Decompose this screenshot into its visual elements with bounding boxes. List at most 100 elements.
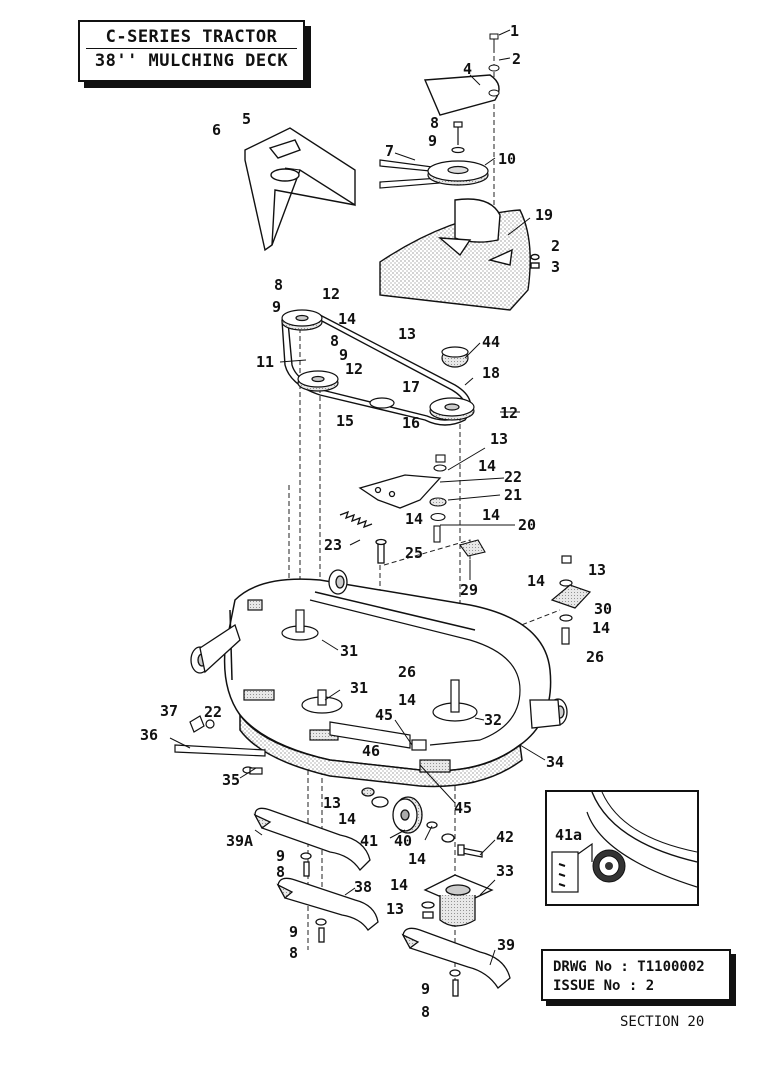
callout-21: 21	[504, 486, 522, 504]
bolt-hardware-top	[488, 33, 500, 72]
leader-lines	[169, 29, 546, 966]
callout-14c: 14	[405, 510, 423, 528]
callout-9f: 9	[421, 980, 430, 998]
callout-2: 2	[512, 50, 521, 68]
title-line-2: 38'' MULCHING DECK	[94, 51, 289, 71]
mower-deck-housing	[223, 578, 552, 788]
callout-9c: 9	[339, 346, 348, 364]
title-line-1: C-SERIES TRACTOR	[105, 27, 278, 47]
bracket-30	[550, 555, 592, 645]
callout-30: 30	[594, 600, 612, 618]
deck-spindles	[243, 599, 478, 773]
callout-17: 17	[402, 378, 420, 396]
callout-14d: 14	[482, 506, 500, 524]
callout-39a: 39A	[226, 832, 253, 850]
callout-14: 14	[338, 310, 356, 328]
callout-18: 18	[482, 364, 500, 382]
pulleys	[281, 309, 475, 421]
callout-45: 45	[454, 799, 472, 817]
callout-39: 39	[497, 936, 515, 954]
drawing-number: DRWG No : T1100002	[553, 959, 705, 975]
callout-8d: 8	[276, 863, 285, 881]
callout-19: 19	[535, 206, 553, 224]
callout-9: 9	[428, 132, 437, 150]
inset-drawing: 41a	[551, 792, 697, 893]
callout-22: 22	[504, 468, 522, 486]
callout-13b: 13	[490, 430, 508, 448]
deck-wheels	[190, 569, 568, 729]
mulching-cover	[379, 198, 540, 311]
callout-8c: 8	[330, 332, 339, 350]
callout-9e: 9	[289, 923, 298, 941]
callout-20: 20	[518, 516, 536, 534]
gauge-wheel-assembly	[361, 787, 483, 858]
callout-6: 6	[212, 121, 221, 139]
callout-32: 32	[484, 711, 502, 729]
cutter-blades	[253, 807, 511, 997]
callout-13c: 13	[588, 561, 606, 579]
callout-12: 12	[322, 285, 340, 303]
callout-8e: 8	[289, 944, 298, 962]
title-divider	[86, 48, 297, 49]
deck-rods	[174, 715, 427, 775]
pulley-shield-cover	[423, 74, 500, 116]
callout-3: 3	[551, 258, 560, 276]
callout-41: 41	[360, 832, 378, 850]
section-label: SECTION 20	[620, 1014, 705, 1030]
callout-9d: 9	[276, 847, 285, 865]
callout-15: 15	[336, 412, 354, 430]
callout-31: 31	[340, 642, 358, 660]
callout-13d: 13	[323, 794, 341, 812]
callout-13e: 13	[386, 900, 404, 918]
idler-hardware	[429, 454, 486, 557]
callout-9b: 9	[272, 298, 281, 316]
blade-spindle-housing	[421, 874, 494, 927]
callout-12b: 12	[345, 360, 363, 378]
callout-29: 29	[460, 581, 478, 599]
callout-42: 42	[496, 828, 514, 846]
callout-14i: 14	[408, 850, 426, 868]
callout-14b: 14	[478, 457, 496, 475]
callout-13: 13	[398, 325, 416, 343]
callout-33: 33	[496, 862, 514, 880]
callout-4: 4	[463, 60, 472, 78]
callout-14j: 14	[390, 876, 408, 894]
callout-36: 36	[140, 726, 158, 744]
callout-1: 1	[510, 22, 519, 40]
callout-10: 10	[498, 150, 516, 168]
callout-25: 25	[405, 544, 423, 562]
callout-7: 7	[385, 142, 394, 160]
side-guard	[244, 127, 356, 252]
callout-14f: 14	[592, 619, 610, 637]
callout-31b: 31	[350, 679, 368, 697]
callout-11: 11	[256, 353, 274, 371]
callout-5: 5	[242, 110, 251, 128]
callout-23: 23	[324, 536, 342, 554]
callout-2b: 2	[551, 237, 560, 255]
part-number-callouts: 1 2 4 5 6 8 9 7 10 19 2 3 8 9 12 14 13 8…	[140, 22, 612, 1021]
callout-12c: 12	[500, 404, 518, 422]
spindle-pulley-top	[379, 121, 489, 189]
callout-46: 46	[362, 742, 380, 760]
callout-43: 44	[482, 333, 500, 351]
callout-14e: 14	[527, 572, 545, 590]
callout-16: 16	[402, 414, 420, 432]
inset-label: 41a	[555, 826, 582, 844]
callout-8f: 8	[421, 1003, 430, 1021]
callout-37: 37	[160, 702, 178, 720]
title-block: C-SERIES TRACTOR 38'' MULCHING DECK	[78, 20, 305, 82]
callout-26: 22	[204, 703, 222, 721]
callout-44: 45	[375, 706, 393, 724]
callout-14h: 14	[338, 810, 356, 828]
detail-inset-41a: 41a	[545, 790, 699, 906]
issue-number: ISSUE No : 2	[553, 978, 655, 994]
callout-40: 40	[394, 832, 412, 850]
callout-14g: 14	[398, 691, 416, 709]
callout-34: 34	[546, 753, 564, 771]
callout-8: 8	[430, 114, 439, 132]
callout-8b: 8	[274, 276, 283, 294]
drawing-number-block: DRWG No : T1100002 ISSUE No : 2	[541, 949, 731, 1001]
callout-24b: 26	[398, 663, 416, 681]
